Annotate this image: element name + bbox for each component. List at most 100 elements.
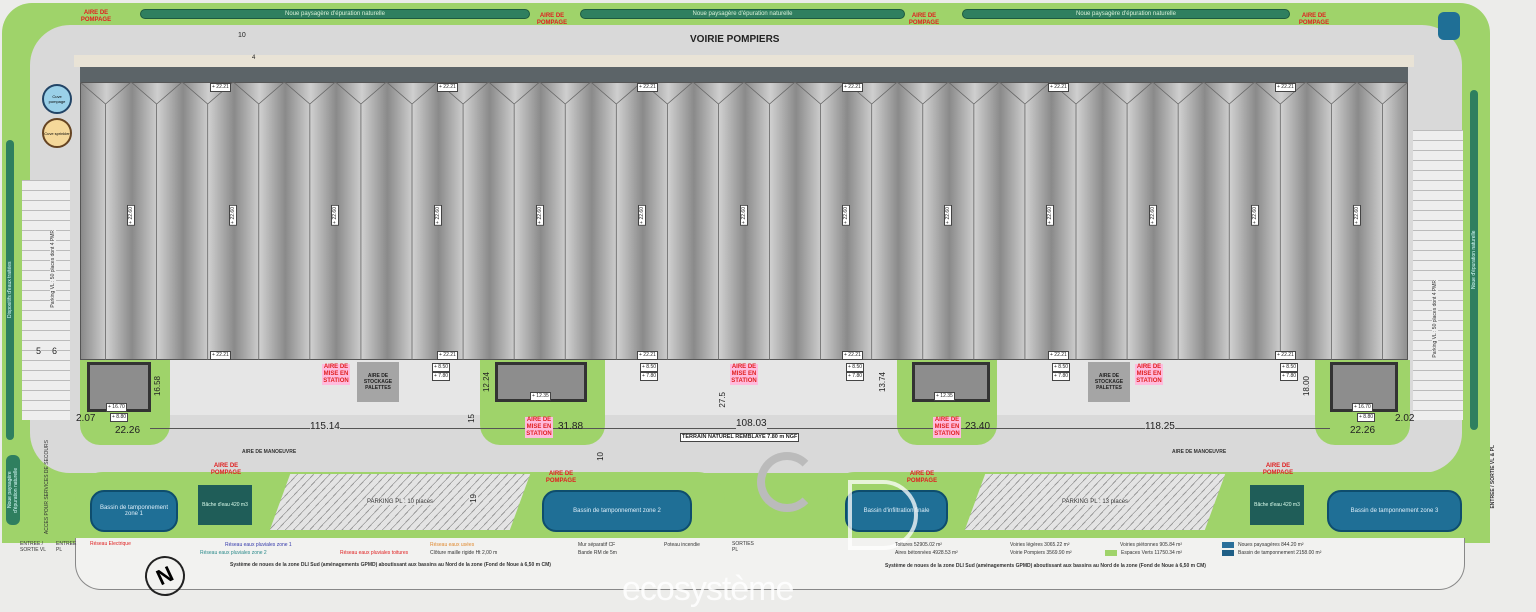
roof-bay-ridge [896, 82, 949, 360]
roof-bay-ridge [539, 82, 592, 360]
dock-elevation-tag: + 8.50 [1052, 363, 1071, 372]
left-noue-2: Noue paysagère d'épuration naturelle [6, 455, 20, 525]
ridge-elevation-tag: + 22.21 [842, 351, 863, 360]
dim-22-26-right: 22.26 [1350, 425, 1376, 436]
ridge-elevation-tag: + 22.21 [210, 83, 231, 92]
acces-secours-label: ACCES POUR SERVICES DE SECOURS [44, 440, 50, 535]
mise-station-2: AIRE DE MISE EN STATION [730, 364, 758, 385]
basin-zone-3: Bassin de tamponnement zone 3 [1327, 490, 1462, 532]
dock-elevation-tag: + 7.80 [846, 372, 865, 381]
office-floor-4: + 8.80 [1357, 413, 1376, 422]
roof-bay-ridge [1152, 82, 1204, 360]
dock-elevation-tag: + 8.50 [846, 363, 865, 372]
dim-23-40: 23.40 [965, 421, 991, 432]
terrain-naturel-label: TERRAIN NATUREL REMBLAYE 7.80 m NGF [680, 433, 800, 442]
roof-bay-ridge [590, 82, 643, 360]
legend-reseau-elec: Réseau Electrique [90, 541, 131, 547]
roof-bay-ridge [1101, 82, 1153, 360]
water-tank-2: Bâche d'eau 420 m3 [1250, 485, 1304, 525]
mise-station-3: AIRE DE MISE EN STATION [1135, 364, 1163, 385]
parking-pl-2: PARKING PL : 13 places [964, 474, 1226, 530]
roof-bay-ridge [999, 82, 1051, 360]
aire-manoeuvre-right: AIRE DE MANOEUVRE [1172, 449, 1227, 455]
roof-bay-ridge [1254, 82, 1307, 360]
ridge-elevation-tag: + 22.21 [437, 83, 458, 92]
legend-bassin: Bassin de tamponnement 2158.00 m² [1222, 550, 1322, 556]
roof-bay-ridge [130, 82, 183, 360]
bay-elevation-tag: + 22.60 [127, 205, 136, 226]
roof-bay-ridge [692, 82, 745, 360]
legend-ep-zone1: Réseau eaux pluviales zone 1 [225, 542, 292, 548]
aire-pompage-top-4: AIRE DE POMPAGE [1298, 13, 1330, 26]
aire-pompage-s1: AIRE DE POMPAGE [210, 463, 242, 476]
dim-16-58: 16.58 [153, 376, 162, 397]
dim-top-10: 10 [238, 32, 246, 39]
ridge-elevation-tag: + 22.21 [1275, 351, 1296, 360]
legend-entree-pl: ENTREE PL [56, 541, 77, 553]
basin-zone-1: Bassin de tamponnement zone 1 [90, 490, 178, 532]
roof-bay-ridge [1356, 82, 1408, 360]
aire-pompage-top-3: AIRE DE POMPAGE [908, 13, 940, 26]
dim-15: 15 [467, 414, 476, 423]
legend-voirie-pompiers: Voirie Pompiers 3569.90 m² [1010, 550, 1072, 556]
dim-18-00: 18.00 [1302, 376, 1311, 397]
bay-elevation-tag: + 22.60 [535, 205, 544, 226]
left-noue-1: Dispositifs d'eaux traitées [6, 140, 14, 440]
parking-vl-right-label: Parking VL : 50 places dont 4 PMR [1432, 280, 1438, 358]
dim-118-25: 118.25 [1145, 421, 1175, 432]
dock-elevation-tag: + 8.50 [640, 363, 659, 372]
legend-toitures: Toitures 52905.02 m² [895, 542, 942, 548]
dim-13-74: 13.74 [878, 372, 887, 393]
dim-19: 19 [469, 494, 478, 503]
aire-pompage-s2: AIRE DE POMPAGE [545, 471, 577, 484]
dock-elevation-tag: + 7.80 [1280, 372, 1299, 381]
legend-voiries-legeres: Voiries légères 3065.22 m² [1010, 542, 1070, 548]
roof-bay-ridge [1050, 82, 1102, 360]
bay-elevation-tag: + 22.60 [1250, 205, 1259, 226]
bay-elevation-tag: + 22.60 [1046, 205, 1055, 226]
aire-pompage-s3: AIRE DE POMPAGE [906, 471, 938, 484]
dock-elevation-tag: + 7.80 [640, 372, 659, 381]
parking-pl-1: PARKING PL : 10 places [269, 474, 531, 530]
roof-bay-ridge [488, 82, 540, 360]
pallet-storage-2: AIRE DE STOCKAGE PALETTES [1088, 362, 1130, 402]
ridge-elevation-tag: + 22.21 [842, 83, 863, 92]
legend-aires-betonnees: Aires bétonnées 4928.53 m² [895, 550, 958, 556]
ridge-elevation-tag: + 22.21 [637, 83, 658, 92]
roof-bay-ridge [232, 82, 285, 360]
dock-elevation-tag: + 8.50 [432, 363, 451, 372]
ridge-elevation-tag: + 22.21 [1048, 351, 1069, 360]
legend-entree-sortie-vl: ENTREE / SORTIE VL [20, 541, 47, 553]
office-elev-3: + 12.35 [934, 392, 955, 401]
ridge-elevation-tag: + 22.21 [210, 351, 231, 360]
circle-tank-1-label: Cuve pompage [48, 94, 66, 104]
roof-bay-ridge [641, 82, 694, 360]
dim-10: 10 [596, 452, 605, 461]
circle-tank-2: Cuve sprinkler [42, 118, 72, 148]
dock-elevation-tag: + 7.80 [1052, 372, 1071, 381]
entree-sortie-right: ENTREE / SORTIE VL & PL [1490, 445, 1496, 509]
voirie-pompiers-label: VOIRIE POMPIERS [690, 34, 780, 45]
bay-elevation-tag: + 22.60 [740, 205, 748, 226]
legend-sorties-pl: SORTIES PL [732, 541, 754, 553]
legend-systeme-left: Système de noues de la zone DLI Sud (amé… [230, 562, 551, 568]
parking-pl-1-label: PARKING PL : 10 places [366, 499, 434, 505]
roof-bay-ridge [284, 82, 336, 360]
roof-bay-ridge [437, 82, 489, 360]
bay-elevation-tag: + 22.60 [1148, 205, 1157, 226]
legend-ep-toit: Réseau eaux pluviales toitures [340, 550, 409, 556]
legend-cloture: Clôture maille rigide Ht 2,00 m [430, 550, 498, 556]
parking-vl-right [1413, 130, 1463, 420]
parking-pl-2-label: PARKING PL : 13 places [1061, 499, 1129, 505]
legend-bande: Bande RM de 5m [578, 550, 617, 556]
ridge-elevation-tag: + 22.21 [1275, 83, 1296, 92]
building-north-strip [80, 67, 1408, 82]
dim-12-24: 12.24 [482, 372, 491, 393]
dim-22-26-left: 22.26 [115, 425, 141, 436]
parking-vl-left [22, 180, 70, 420]
circle-tank-1: Cuve pompage [42, 84, 72, 114]
legend-eaux-usees: Réseau eaux usées [430, 542, 475, 548]
watermark-ecosysteme: ecosystème [622, 570, 794, 608]
bay-elevation-tag: + 22.60 [331, 205, 340, 226]
legend-poteau: Poteau incendie [664, 542, 700, 548]
